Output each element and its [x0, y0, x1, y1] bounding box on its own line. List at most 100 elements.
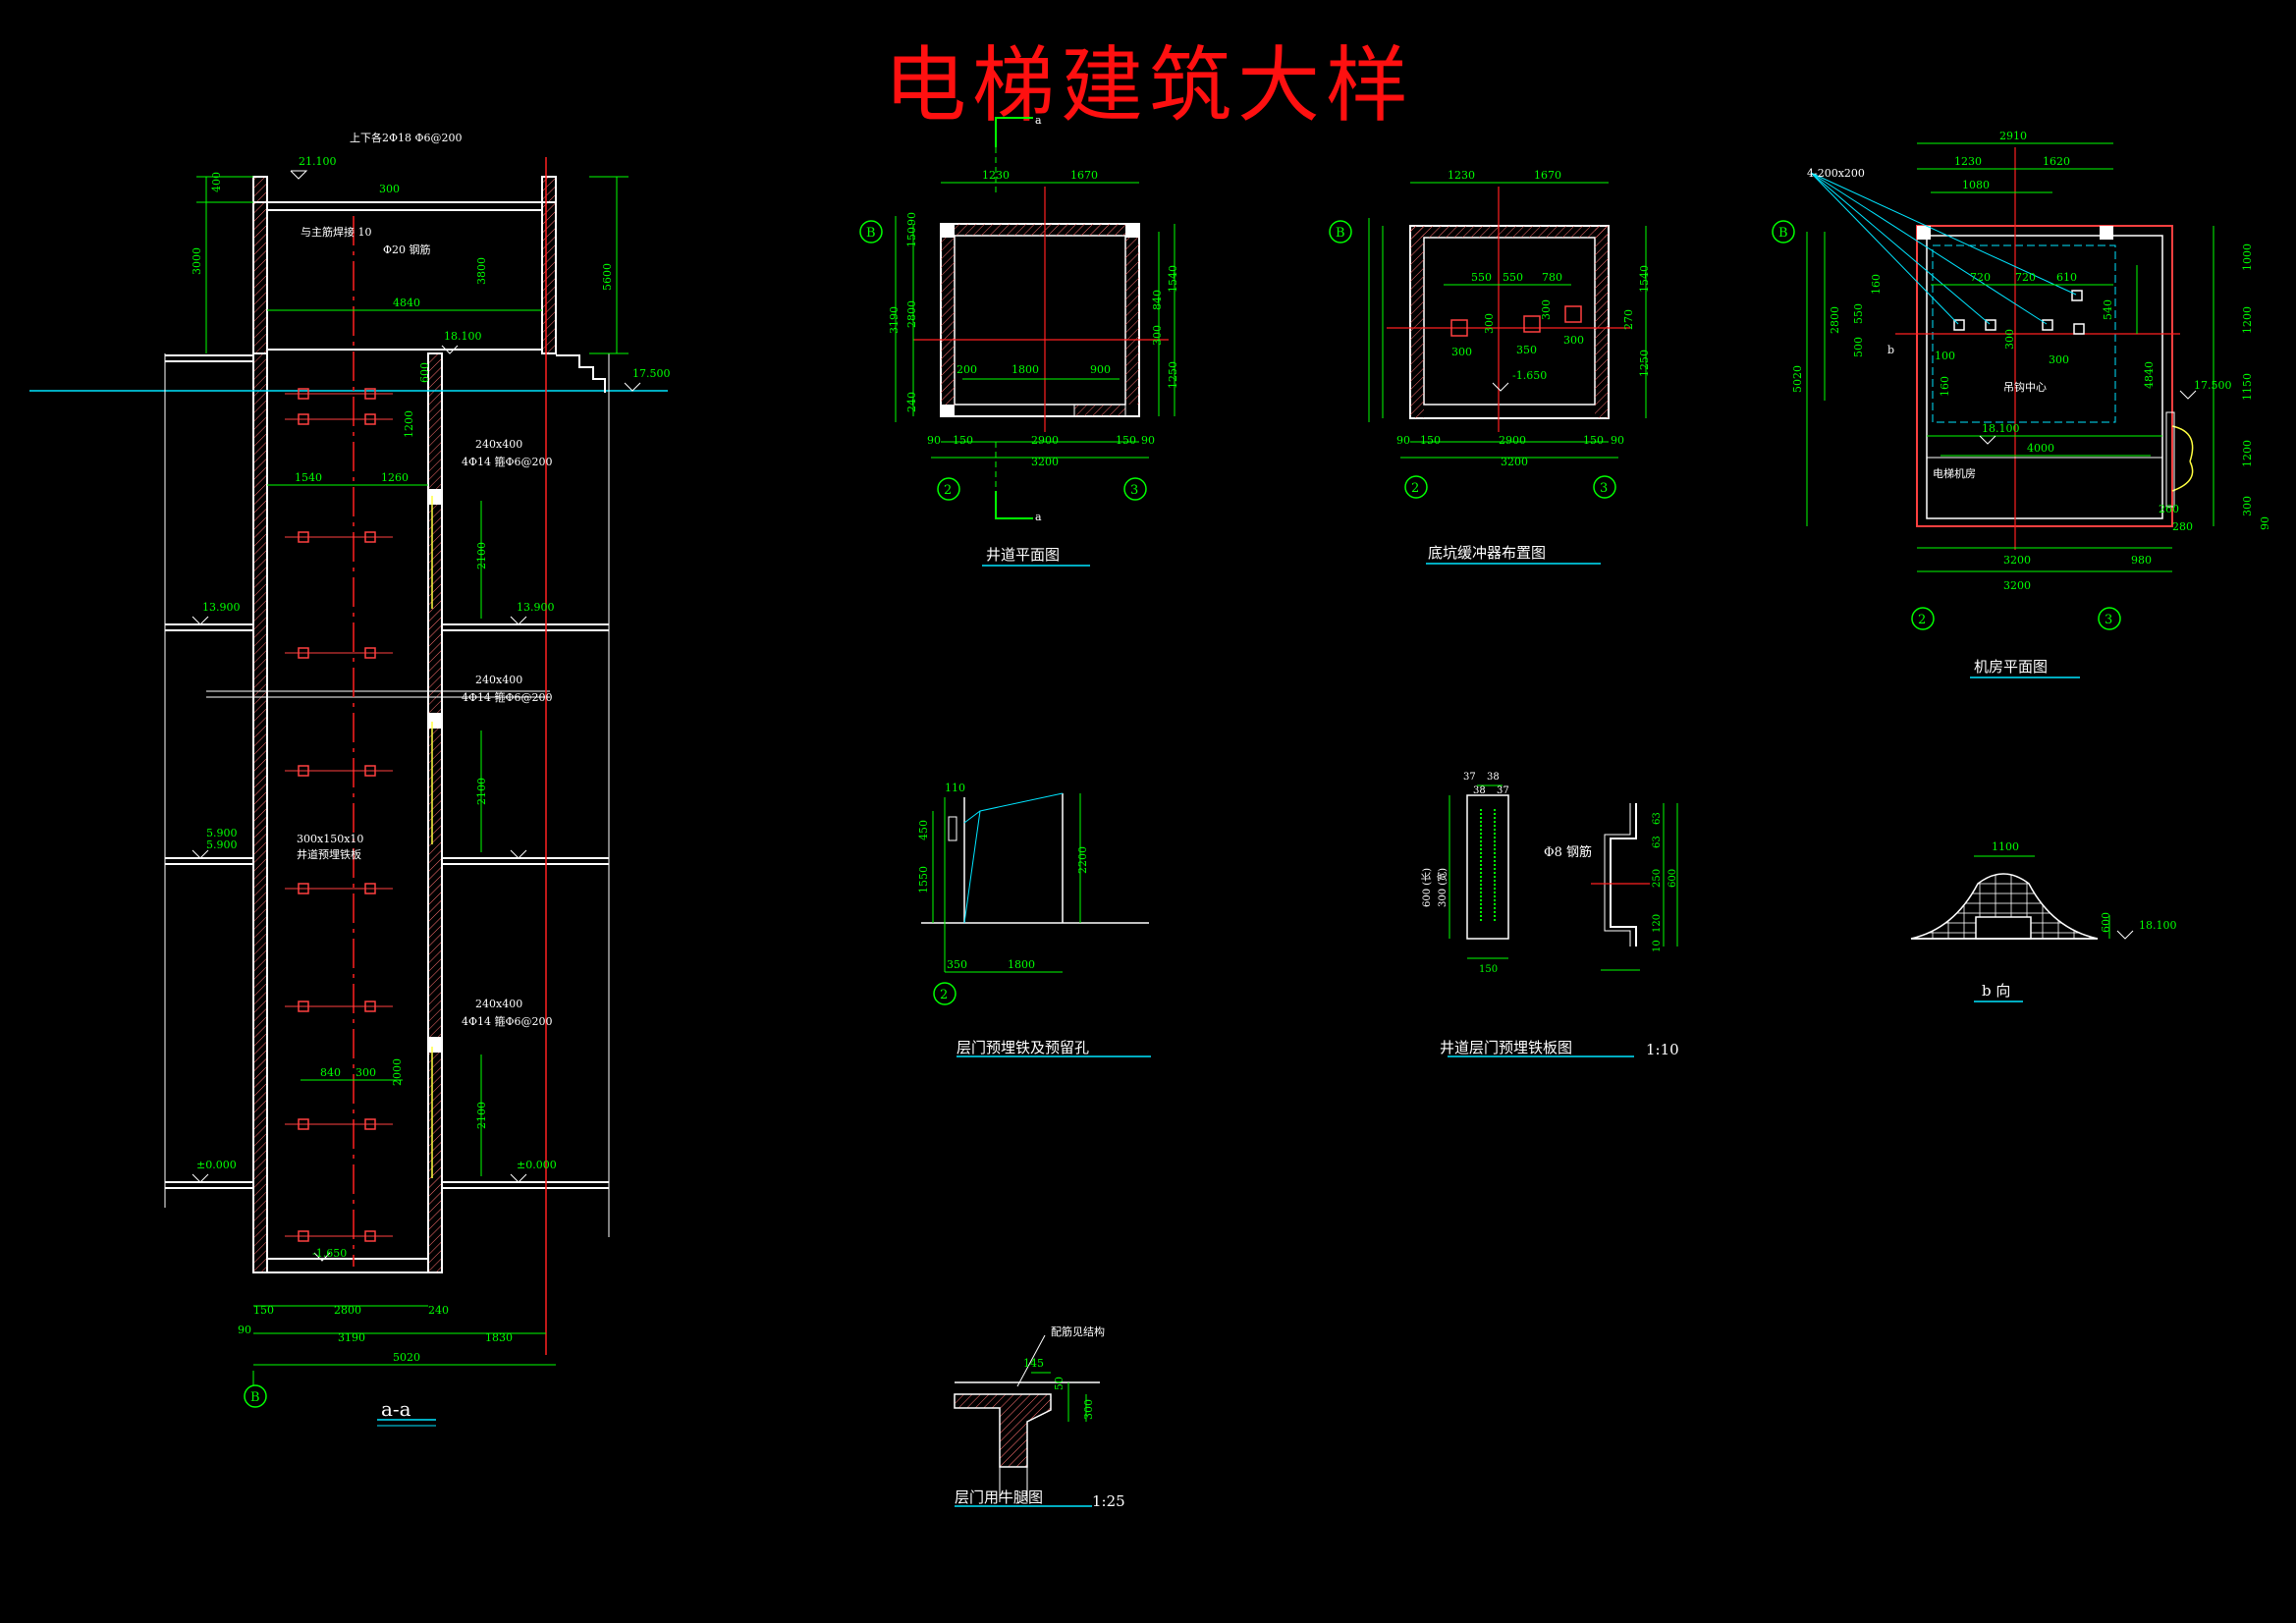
- machine-axis-2: 2: [1918, 613, 1926, 627]
- b-view-detail: [1910, 855, 2134, 1002]
- dim-150: 150: [253, 1304, 274, 1317]
- dim-400: 400: [210, 172, 223, 192]
- machine-elev-1: 17.500: [2194, 379, 2232, 392]
- machine-axis-b: B: [1778, 226, 1788, 241]
- shaft-dim-bot-1: 150: [953, 434, 973, 447]
- pit-dim-top-1: 1670: [1534, 169, 1561, 182]
- b-view-label: b 向: [1982, 982, 2010, 1000]
- machine-room-plan: [1772, 142, 2214, 678]
- axis-bubble-2-machine: [1911, 607, 1935, 630]
- machine-dim-4000: 4000: [2027, 442, 2054, 455]
- machine-dim-row-2: 610: [2056, 271, 2077, 284]
- machine-center: 吊钩中心: [2003, 380, 2047, 394]
- plate-dim-0: 37: [1463, 772, 1476, 783]
- plate-note-size: 300x150x10: [297, 833, 363, 845]
- shaft-dim-mid-1: 1800: [1011, 363, 1039, 376]
- pit-dim-bot-0: 90: [1396, 434, 1410, 447]
- machine-dim-300: 300: [2003, 329, 2016, 350]
- machine-dim-row-1: 720: [2015, 271, 2036, 284]
- shaft-section-mark-top: a: [1035, 114, 1042, 127]
- dim-240: 240: [428, 1304, 449, 1317]
- elev-floor1b: 5.900: [206, 839, 238, 851]
- beam2-rebar: 4Φ14 箍Φ6@200: [462, 690, 553, 704]
- dim-2100a: 2100: [475, 542, 488, 569]
- plate-note-name: 井道预埋铁板: [297, 847, 361, 861]
- machine-dim-left-5: 100: [1935, 350, 1955, 362]
- door-dim-4: 350: [947, 958, 967, 971]
- axis-bubble-b-machine: [1772, 220, 1795, 243]
- pit-dim-small-1: 350: [1516, 344, 1537, 356]
- beam3-size: 240x400: [475, 998, 522, 1010]
- machine-dim-right-2: 1150: [2241, 373, 2254, 401]
- note-rebar: Φ20 钢筋: [383, 243, 431, 256]
- pit-dim-right-2: 1250: [1638, 350, 1651, 377]
- door-dim-2: 1550: [917, 866, 930, 893]
- shaft-dim-mid-2: 900: [1090, 363, 1111, 376]
- machine-label-b: b: [1887, 344, 1894, 356]
- shaft-dim-top-1: 1670: [1070, 169, 1098, 182]
- elev-floor2-r: 13.900: [517, 601, 555, 614]
- section-aa-label: a-a: [381, 1397, 411, 1421]
- machine-elev-2: 18.100: [1982, 422, 2020, 435]
- machine-dim-left-6: 160: [1939, 376, 1951, 397]
- shaft-dim-top-0: 1230: [982, 169, 1010, 182]
- drawing-title: 电梯建筑大样: [883, 37, 1414, 134]
- elev-right: 17.500: [632, 367, 671, 380]
- plate-detail: [1448, 784, 1678, 1057]
- elev-roof: 21.100: [299, 155, 337, 168]
- axis-bubble-2-pit: [1404, 475, 1428, 499]
- beam2-size: 240x400: [475, 674, 522, 686]
- pit-dim-small-3: 300: [1483, 313, 1496, 334]
- shaft-wall-left: [252, 352, 268, 1273]
- plate-dim-1: 38: [1487, 772, 1500, 783]
- machine-dim-300b: 300: [2049, 353, 2069, 366]
- pit-axis-3: 3: [1600, 481, 1608, 496]
- dim-2100c: 2100: [475, 1102, 488, 1129]
- dim-1200: 1200: [403, 410, 415, 438]
- machine-dim-left-4: 160: [1870, 274, 1883, 295]
- corbel-note: 配筋见结构: [1051, 1325, 1105, 1338]
- dim-1830: 1830: [485, 1331, 513, 1344]
- axis-bubble-3-shaft: [1123, 477, 1147, 501]
- door-dim-0: 110: [945, 782, 965, 794]
- dim-1260: 1260: [381, 471, 409, 484]
- dim-3190: 3190: [338, 1331, 365, 1344]
- shaft-dim-left-4: 240: [905, 392, 918, 412]
- machine-room-name: 电梯机房: [1933, 466, 1976, 480]
- shaft-dim-right-3: 1250: [1167, 361, 1179, 389]
- pit-axis-b: B: [1336, 226, 1345, 241]
- plate-detail-scale: 1:10: [1646, 1041, 1679, 1058]
- plate-dim-6: 300 (宽): [1436, 868, 1449, 907]
- door-embed-detail: [921, 792, 1151, 1057]
- axis-bubble-3-machine: [2098, 607, 2121, 630]
- pit-dim-row-1: 550: [1503, 271, 1523, 284]
- machine-dim-right-5: 90: [2259, 516, 2271, 530]
- pit-elev: -1.650: [1512, 369, 1547, 382]
- plate-dim-3: 37: [1497, 785, 1509, 796]
- pit-dim-small-4: 300: [1540, 299, 1553, 320]
- corbel-label: 层门用牛腿图: [955, 1488, 1043, 1506]
- pit-dim-row-0: 550: [1471, 271, 1492, 284]
- pit-dim-bot-4: 90: [1611, 434, 1624, 447]
- machine-note-holes: 4-200x200: [1807, 167, 1865, 180]
- elev-ground: ±0.000: [196, 1159, 237, 1171]
- dim-5600: 5600: [601, 263, 614, 291]
- machine-dim-left-2: 550: [1852, 303, 1865, 324]
- shaft-dim-bot-4: 90: [1141, 434, 1155, 447]
- pit-plan-label: 底坑缓冲器布置图: [1428, 544, 1546, 562]
- machine-dim-bot-1: 980: [2131, 554, 2152, 567]
- door-dim-5: 1800: [1008, 958, 1035, 971]
- corbel-detail: [954, 1334, 1100, 1507]
- note-anchor: 与主筋焊接 10: [301, 225, 372, 239]
- plate-dim-9: 250: [1652, 869, 1663, 888]
- pit-dim-bot-2: 2900: [1499, 434, 1526, 447]
- section-aa: [29, 157, 668, 1427]
- shaft-dim-right-0: 1540: [1167, 265, 1179, 293]
- plate-dim-4: 150: [1479, 964, 1498, 975]
- beam1-rebar: 4Φ14 箍Φ6@200: [462, 455, 553, 468]
- dim-5020: 5020: [393, 1351, 420, 1364]
- door-embed-label: 层门预埋铁及预留孔: [957, 1039, 1089, 1056]
- dim-2000: 2000: [391, 1058, 404, 1086]
- shaft-dim-left-0: 90: [905, 212, 918, 226]
